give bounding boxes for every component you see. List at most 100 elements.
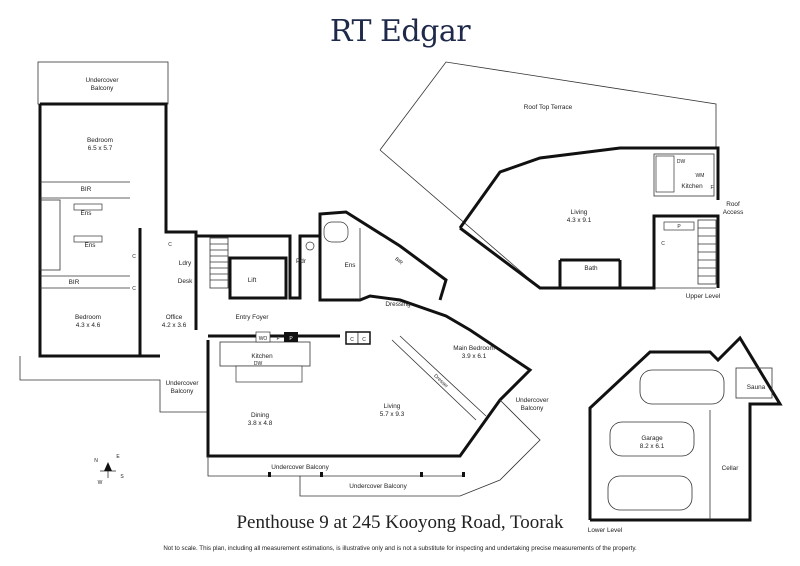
bir2-label: BIR — [69, 279, 80, 286]
toilet-pdr — [305, 241, 315, 251]
bir1-label: BIR — [81, 186, 92, 193]
office-dims: 4.2 x 3.6 — [162, 322, 187, 329]
living-upper-dims: 4.3 x 9.1 — [567, 217, 592, 224]
left-balcony-outline — [19, 356, 208, 413]
sauna-label: Sauna — [747, 384, 766, 391]
entry-foyer-label: Entry Foyer — [235, 314, 269, 321]
lower-level-label: Lower Level — [588, 527, 622, 534]
main-bedroom-label: Main Bedroom — [453, 345, 495, 352]
upper-dw-code: DW — [677, 159, 686, 165]
upper-living-wall — [458, 146, 720, 229]
compass-e: E — [116, 454, 120, 460]
wo-code: WO — [259, 336, 268, 342]
dressing-label: Dressing — [385, 301, 411, 308]
living-upper-label: Living — [571, 209, 588, 216]
living-main-label: Living — [384, 403, 401, 410]
bedroom1-dims: 6.5 x 5.7 — [88, 145, 113, 152]
upper-pantry-code: P — [677, 224, 681, 230]
disclaimer-text: Not to scale. This plan, including all m… — [163, 545, 637, 552]
cellar-label: Cellar — [722, 465, 740, 472]
bedroom-diagonal-2 — [399, 335, 487, 417]
undercover-balcony-left-line2: Balcony — [171, 388, 195, 395]
c-boxes-outline — [345, 331, 371, 345]
upper-level-label: Upper Level — [686, 293, 720, 300]
main-bedroom-dims: 3.9 x 6.1 — [462, 353, 487, 360]
undercover-balcony-right-line1: Undercover — [515, 397, 549, 404]
cupboard-code-2: C — [362, 337, 366, 343]
wo-box — [255, 331, 271, 343]
undercover-balcony-top-line1: Undercover — [85, 77, 119, 84]
ensuite-wing-wall — [318, 210, 448, 301]
upper-kitchen-outline — [653, 153, 715, 197]
garage-dims: 8.2 x 6.1 — [640, 443, 665, 450]
pantry-code: P — [289, 336, 293, 342]
ldry-label: Ldry — [179, 260, 192, 267]
garage-label: Garage — [641, 435, 663, 442]
roof-top-terrace-label: Roof Top Terrace — [524, 104, 573, 111]
undercover-balcony-right-line2: Balcony — [521, 405, 545, 412]
compass-n: N — [94, 458, 98, 464]
vanity-ens1 — [73, 203, 103, 211]
dw-code: DW — [254, 361, 263, 367]
bath-label: Bath — [584, 265, 598, 272]
ens-shower — [39, 199, 61, 271]
upper-stair-treads — [698, 227, 716, 277]
stair-treads — [210, 243, 228, 281]
fridge-code: F — [276, 336, 279, 342]
upper-wm-code: WM — [696, 173, 705, 179]
desk-label: Desk — [178, 278, 193, 285]
sauna-outline — [735, 367, 773, 399]
dining-dims: 3.8 x 4.8 — [248, 420, 273, 427]
balcony-posts — [268, 472, 465, 477]
bath-tub — [323, 221, 349, 243]
bedroom-wing-wall — [40, 102, 320, 300]
property-caption: Penthouse 9 at 245 Kooyong Road, Toorak — [236, 512, 564, 533]
cupboard-code-5: C — [132, 286, 136, 292]
office-label: Office — [166, 314, 183, 321]
pantry-box — [284, 332, 298, 342]
living-main-dims: 5.7 x 9.3 — [380, 411, 405, 418]
upper-living-south — [459, 214, 720, 290]
cupboard-code-4: C — [132, 254, 136, 260]
car-outlines — [607, 369, 725, 511]
brand-logo: RT Edgar — [329, 14, 471, 49]
bir-dressing-code: BIR — [394, 256, 405, 266]
bedroom2-dims: 4.3 x 4.6 — [76, 322, 101, 329]
cupboard-code-1: C — [350, 337, 354, 343]
upper-cupboard-code: C — [661, 241, 665, 247]
dining-label: Dining — [251, 412, 270, 419]
upper-p-box — [663, 221, 695, 231]
stair — [209, 237, 229, 289]
bottom-balcony-2 — [299, 399, 541, 497]
ens3-label: Ens — [344, 262, 355, 269]
roof-access-line2: Access — [723, 209, 744, 216]
dresser-code: Dresser — [432, 373, 449, 390]
garage-wall — [588, 335, 783, 522]
ens2-label: Ens — [84, 242, 95, 249]
pdr-label: Pdr — [296, 258, 307, 265]
undercover-balcony-top-line2: Balcony — [91, 85, 115, 92]
main-living-wall — [206, 236, 533, 458]
kitchen-island — [235, 365, 303, 383]
upper-fridge-code: F — [710, 185, 713, 191]
vanity-ens2 — [73, 235, 103, 243]
undercover-balcony-left-line1: Undercover — [165, 380, 199, 387]
roof-terrace-outline — [379, 61, 717, 151]
kitchen-main-label: Kitchen — [251, 353, 273, 360]
ens1-label: Ens — [80, 210, 91, 217]
compass-rose — [100, 462, 116, 478]
bedroom1-label: Bedroom — [87, 137, 113, 144]
lift-shaft — [228, 256, 288, 300]
bottom-balcony-1 — [207, 456, 462, 477]
undercover-balcony-bottom2-label: Undercover Balcony — [349, 483, 407, 490]
west-wall — [38, 104, 160, 358]
lift-label: Lift — [248, 277, 257, 284]
cupboard-code-3: C — [168, 242, 172, 248]
roof-access-line1: Roof — [726, 201, 740, 208]
bedroom-diagonal — [391, 339, 477, 421]
compass-s: S — [120, 474, 124, 480]
upper-kitchen-bench — [655, 155, 675, 193]
kitchen-upper-label: Kitchen — [681, 183, 703, 190]
